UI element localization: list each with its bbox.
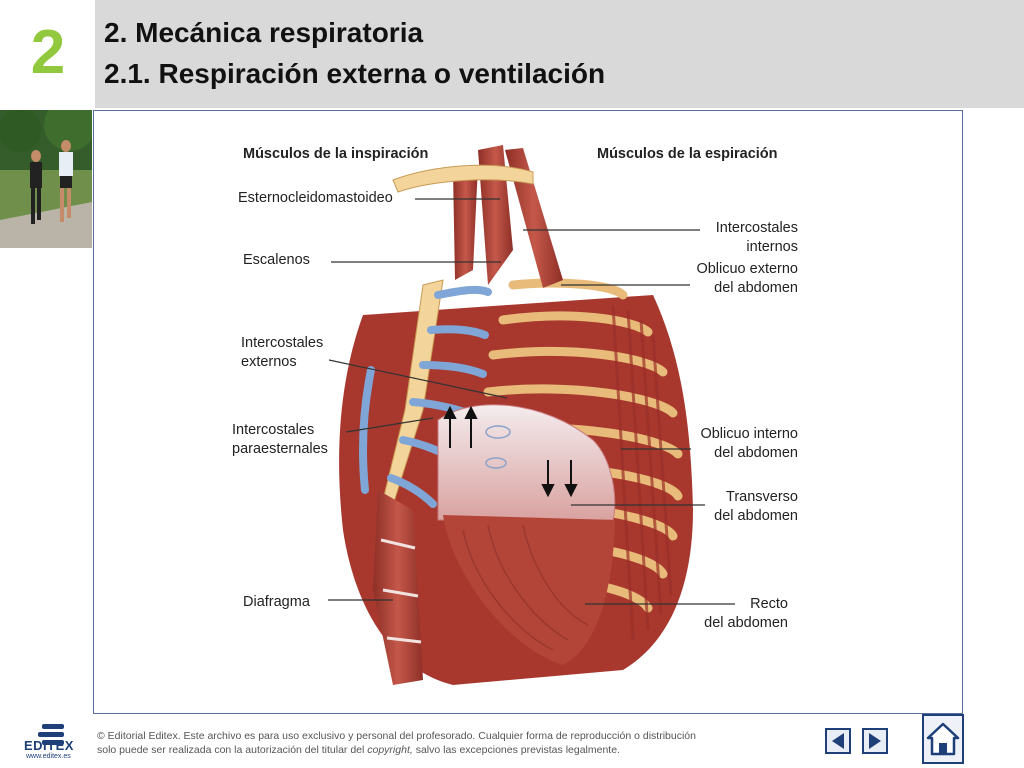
copyright-line2-pre: solo puede ser realizada con la autoriza… (97, 744, 368, 756)
chapter-number: 2 (30, 18, 66, 87)
copyright-line2-post: salvo las excepciones previstas legalmen… (412, 744, 620, 756)
label-diafragma: Diafragma (243, 594, 310, 610)
respiratory-muscles-illustration (328, 145, 735, 685)
logo-url: www.editex.es (26, 753, 71, 760)
inspiration-heading: Músculos de la inspiración (243, 146, 429, 162)
label-oblicuo-interno: Oblicuo interno del abdomen (700, 426, 798, 461)
label-recto: Recto del abdomen (704, 596, 788, 631)
label-escalenos: Escalenos (243, 252, 310, 268)
copyright-line2-em: copyright, (367, 744, 413, 756)
runners-photo (0, 110, 92, 248)
label-intercostales-externos: Intercostales externos (241, 335, 324, 370)
header-bar (95, 0, 1024, 108)
label-intercostales-internos: Intercostales internos (715, 220, 798, 255)
copyright-line1: © Editorial Editex. Este archivo es para… (97, 730, 696, 742)
label-esternocleidomastoideo: Esternocleidomastoideo (238, 190, 393, 206)
label-oblicuo-externo: Oblicuo externo del abdomen (696, 261, 798, 296)
next-slide-button[interactable] (862, 728, 888, 754)
previous-slide-button[interactable] (825, 728, 851, 754)
page-title: 2. Mecánica respiratoria (104, 17, 424, 48)
page-subtitle: 2.1. Respiración externa o ventilación (104, 58, 606, 89)
expiration-heading: Músculos de la espiración (597, 146, 778, 162)
label-intercostales-paraesternales: Intercostales paraesternales (232, 422, 328, 457)
home-button[interactable] (922, 714, 964, 764)
logo-text: EDITEX (24, 738, 74, 753)
copyright-notice: © Editorial Editex. Este archivo es para… (97, 729, 717, 757)
editex-logo-icon (38, 724, 64, 745)
label-transverso: Transverso del abdomen (714, 489, 798, 524)
